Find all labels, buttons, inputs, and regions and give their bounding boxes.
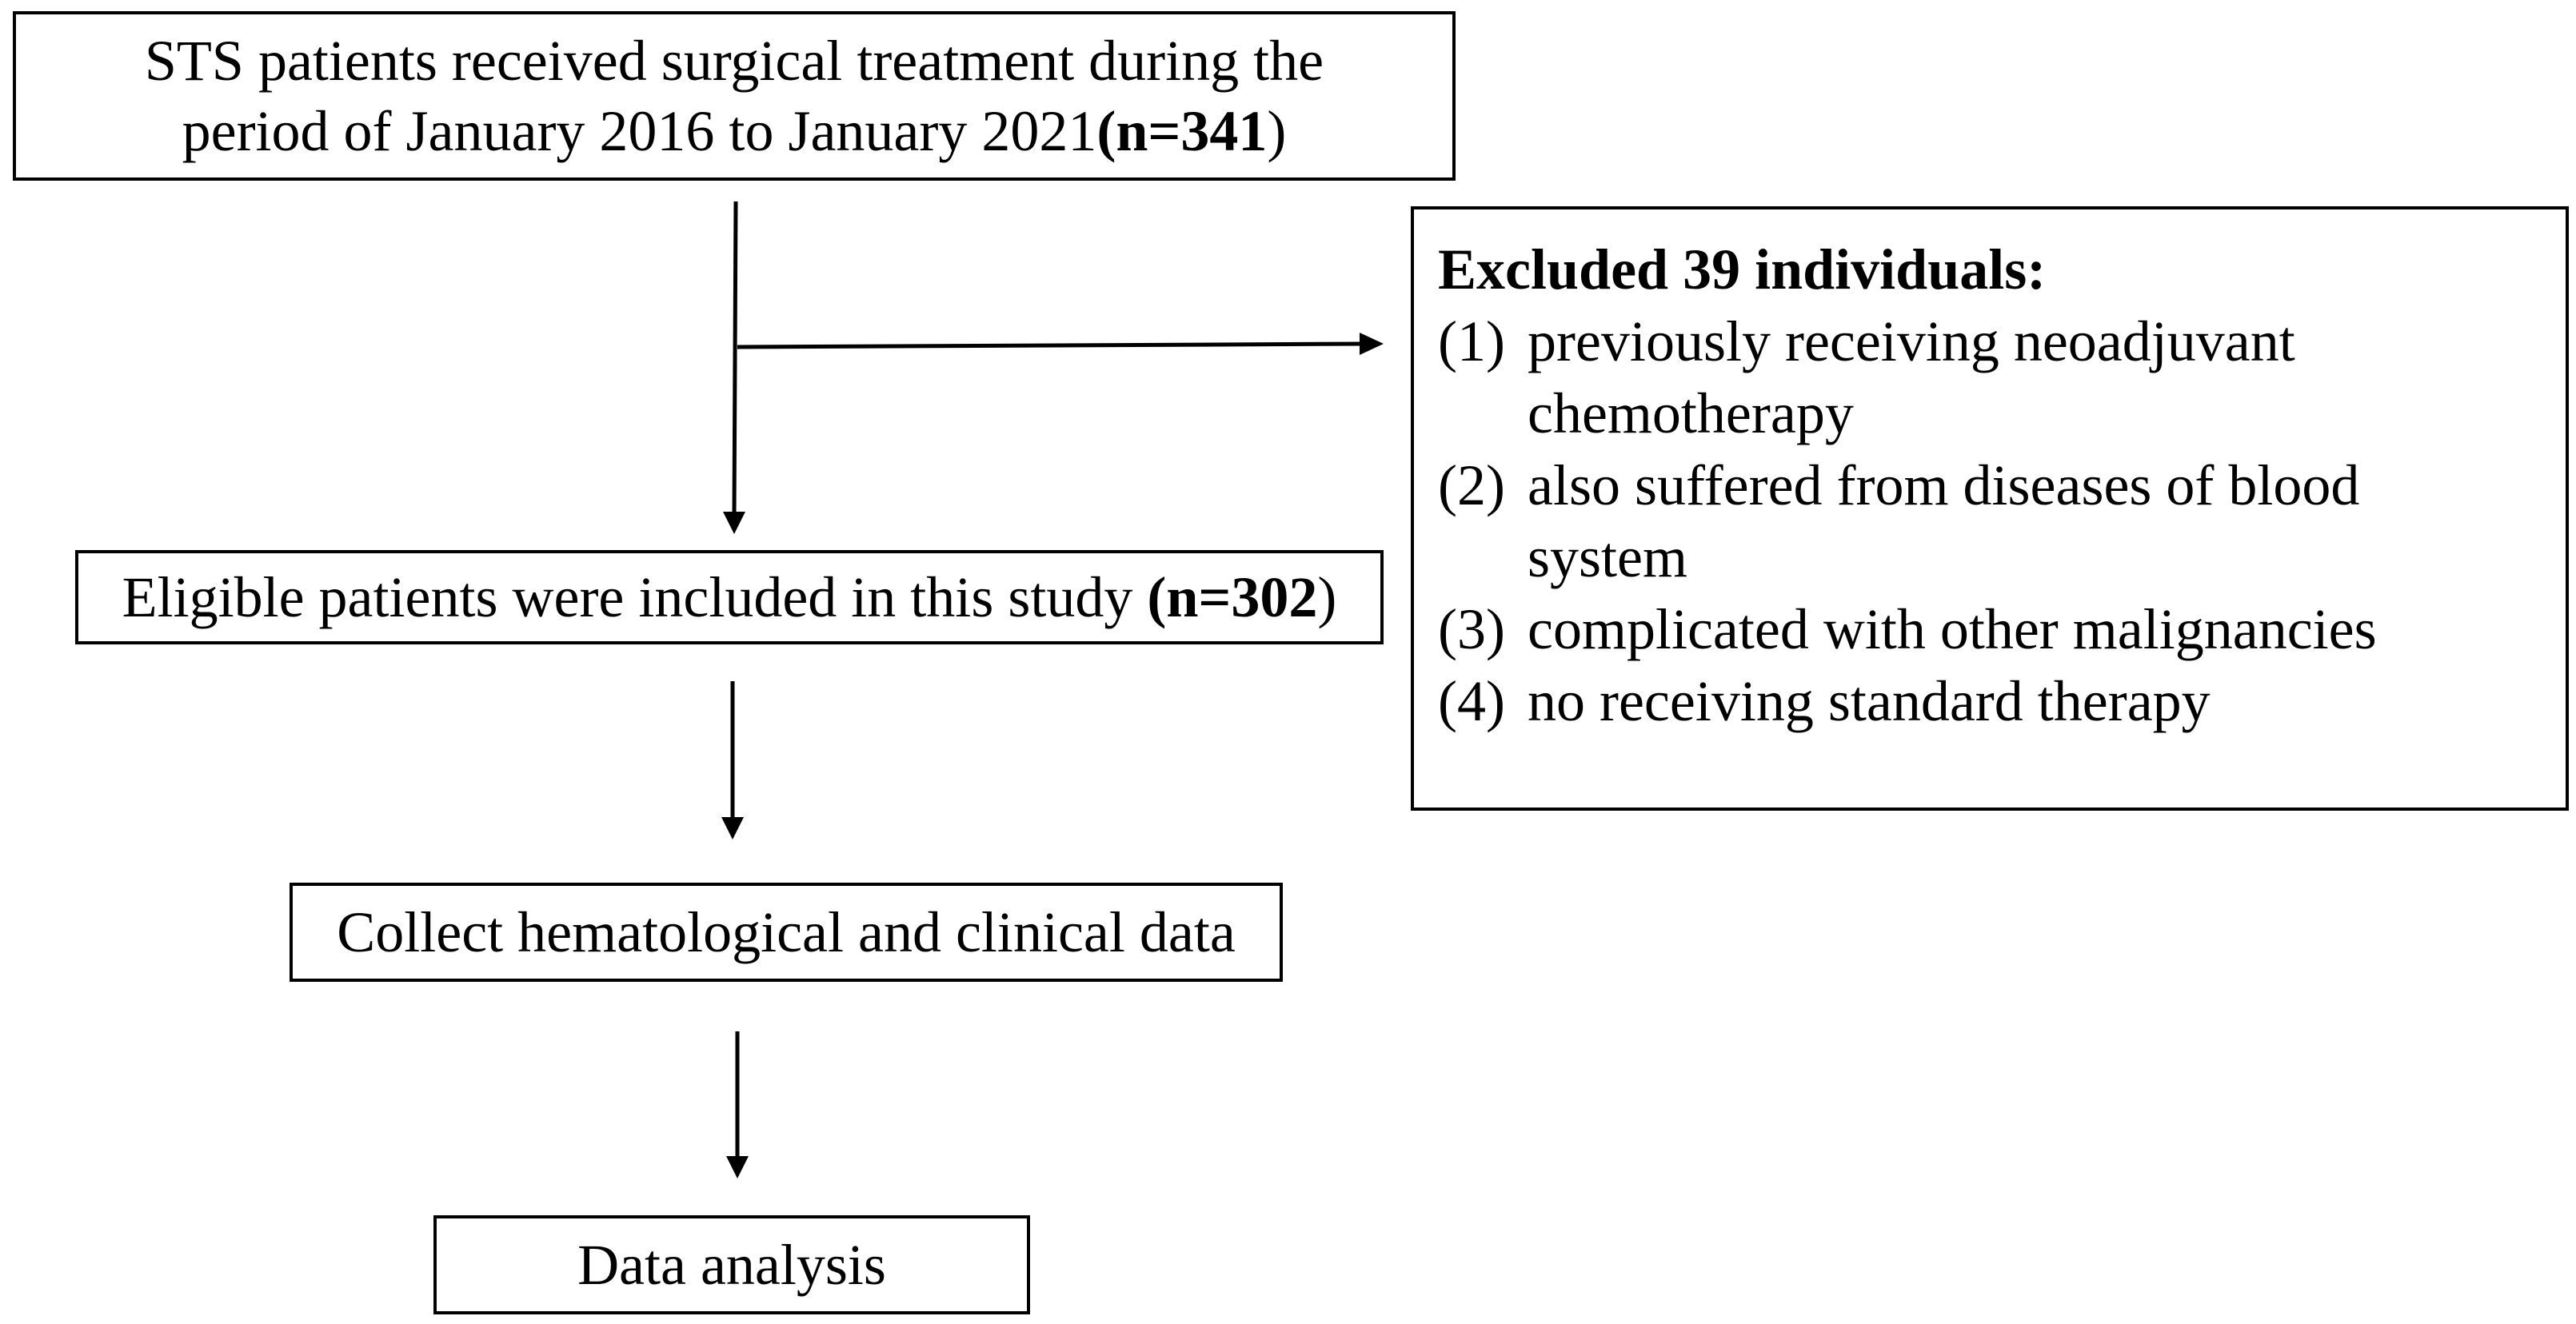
eligible-text: Eligible patients were included in this …	[122, 562, 1337, 632]
start-period-text: period of January 2016 to January 2021	[182, 99, 1097, 163]
excluded-item-number: (4)	[1438, 669, 1505, 733]
excluded-item-text: previously receiving neoadjuvant chemoth…	[1528, 305, 2542, 449]
excluded-item-text: complicated with other malignancies	[1528, 593, 2542, 665]
excluded-item-number: (3)	[1438, 597, 1505, 661]
excluded-item-line: chemotherapy	[1528, 381, 1854, 445]
excluded-title: Excluded 39 individuals:	[1438, 237, 2047, 301]
excluded-item-text: no receiving standard therapy	[1528, 665, 2542, 737]
excluded-item-4: (4) no receiving standard therapy	[1438, 665, 2542, 737]
arrow-start-to-eligible	[732, 201, 738, 519]
collect-label: Collect hematological and clinical data	[337, 900, 1236, 964]
eligible-label: Eligible patients were included in this …	[122, 565, 1148, 629]
arrow-head	[723, 512, 745, 534]
excluded-item-number: (1)	[1438, 309, 1505, 373]
excluded-box: Excluded 39 individuals: (1) previously …	[1411, 206, 2569, 811]
eligible-count: (n=302	[1147, 565, 1318, 629]
excluded-item-1: (1) previously receiving neoadjuvant che…	[1438, 305, 2542, 449]
excluded-item-line: previously receiving neoadjuvant	[1528, 309, 2295, 373]
arrow-head	[726, 1156, 749, 1178]
eligible-box: Eligible patients were included in this …	[75, 550, 1384, 644]
start-box: STS patients received surgical treatment…	[13, 11, 1456, 181]
start-count: (n=341	[1096, 99, 1268, 163]
excluded-item-text: also suffered from diseases of blood sys…	[1528, 449, 2542, 593]
excluded-item-line: system	[1528, 525, 1688, 589]
analysis-label: Data analysis	[577, 1233, 886, 1297]
excluded-item-number: (2)	[1438, 453, 1505, 517]
arrow-to-excluded	[737, 341, 1368, 349]
start-line-2: period of January 2016 to January 2021(n…	[182, 96, 1287, 166]
excluded-item-line: also suffered from diseases of blood	[1528, 453, 2360, 517]
excluded-item-2: (2) also suffered from diseases of blood…	[1438, 449, 2542, 593]
arrow-head	[1360, 333, 1384, 355]
collect-box: Collect hematological and clinical data	[290, 883, 1283, 982]
excluded-item-line: complicated with other malignancies	[1528, 597, 2377, 661]
excluded-item-3: (3) complicated with other malignancies	[1438, 593, 2542, 665]
excluded-item-line: no receiving standard therapy	[1528, 669, 2211, 733]
eligible-paren: )	[1317, 565, 1337, 629]
arrow-head	[721, 817, 744, 839]
analysis-box: Data analysis	[433, 1215, 1030, 1314]
start-line-1: STS patients received surgical treatment…	[144, 29, 1324, 93]
start-paren: )	[1267, 99, 1287, 163]
